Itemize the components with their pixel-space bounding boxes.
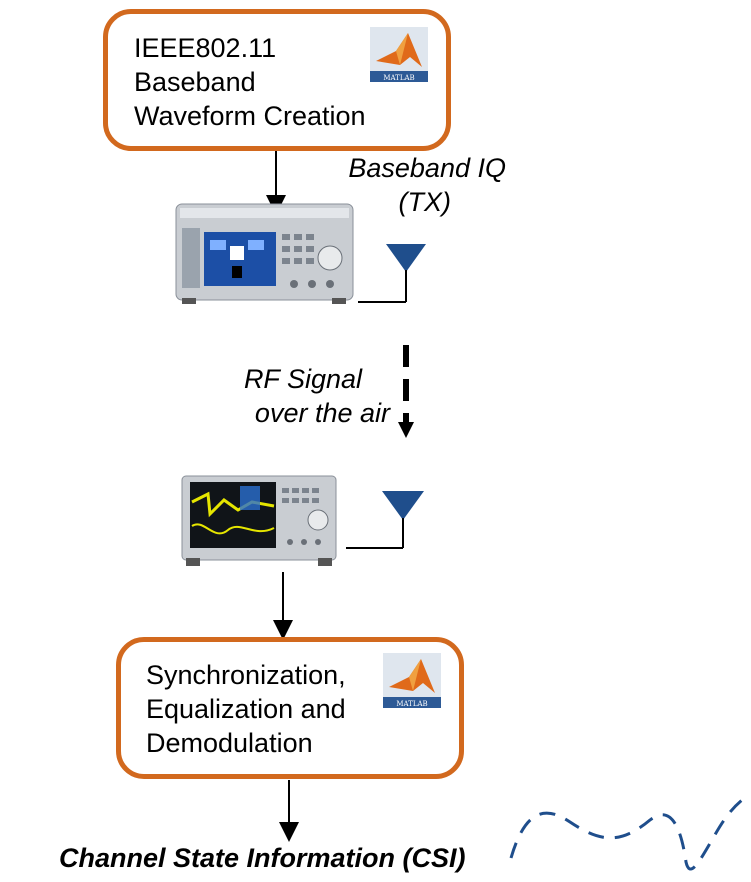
waveform-line-3: Waveform Creation <box>134 101 366 131</box>
signal-analyzer-icon <box>181 475 337 566</box>
tx-antenna-icon <box>358 244 426 303</box>
matlab-logo-icon: MATLAB <box>383 653 441 708</box>
matlab-logo-icon: MATLAB <box>370 27 428 82</box>
arrow-rf-head <box>398 422 414 438</box>
rf-signal-line-1: RF Signal <box>243 364 362 394</box>
demodulation-line-3: Demodulation <box>146 728 313 758</box>
csi-output-label: Channel State Information (CSI) <box>59 843 466 873</box>
demodulation-text: Synchronization, Equalization and Demodu… <box>146 658 346 760</box>
signal-generator-icon <box>175 203 354 304</box>
rx-antenna-icon <box>346 491 424 549</box>
svg-text:MATLAB: MATLAB <box>383 74 414 82</box>
baseband-iq-line-2: (TX) <box>398 187 451 217</box>
rf-signal-line-2: over the air <box>254 398 390 428</box>
waveform-creation-text: IEEE802.11 Baseband Waveform Creation <box>134 31 366 133</box>
rf-signal-label: RF Signal over the air <box>200 362 390 430</box>
baseband-iq-line-1: Baseband IQ <box>348 153 506 183</box>
channel-wave-icon <box>509 798 743 871</box>
demodulation-line-1: Synchronization, <box>146 660 346 690</box>
baseband-iq-label: Baseband IQ (TX) <box>300 151 506 219</box>
svg-text:MATLAB: MATLAB <box>396 700 427 708</box>
waveform-line-2: Baseband <box>134 67 256 97</box>
demodulation-line-2: Equalization and <box>146 694 346 724</box>
waveform-line-1: IEEE802.11 <box>134 33 277 63</box>
